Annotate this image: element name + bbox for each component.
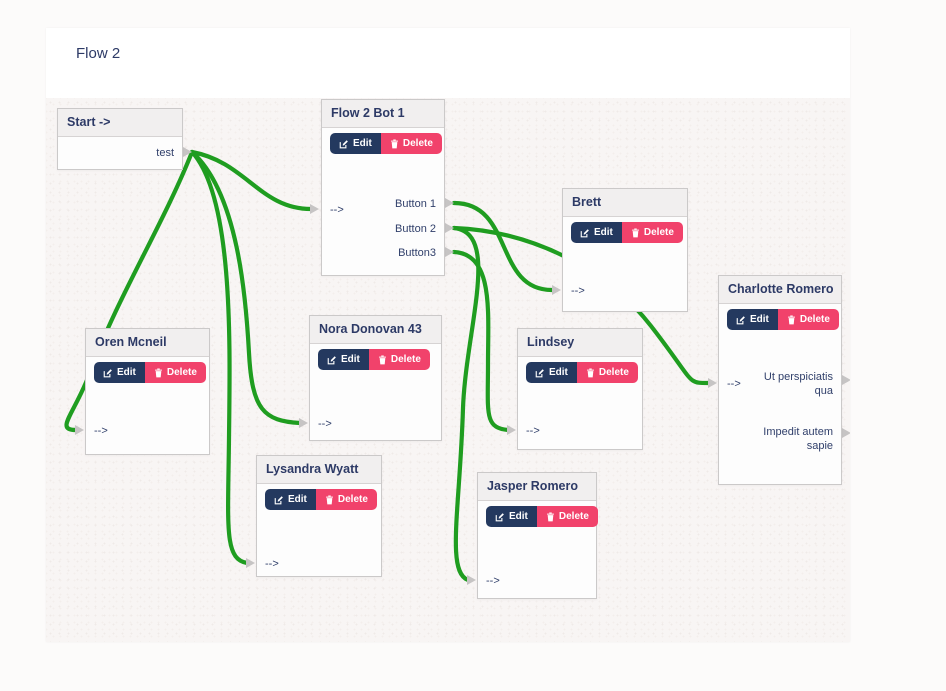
edit-button[interactable]: Edit	[265, 489, 316, 510]
trash-icon	[378, 355, 386, 364]
link-button1-to-brett[interactable]	[451, 200, 555, 293]
flow-board: Flow 2	[46, 28, 850, 642]
trash-icon	[325, 495, 333, 504]
pencil-icon	[495, 512, 504, 521]
delete-button-label: Delete	[558, 511, 589, 522]
flow-node-lysandra[interactable]: Lysandra Wyatt Edit Delete -->	[256, 455, 382, 577]
delete-button[interactable]: Delete	[315, 489, 377, 510]
node-title: Flow 2 Bot 1	[322, 100, 444, 128]
input-port[interactable]: -->	[486, 575, 500, 587]
input-port[interactable]: -->	[727, 378, 741, 390]
output-port-button1[interactable]: Button 1	[395, 198, 436, 210]
delete-button[interactable]: Delete	[144, 362, 206, 383]
link-test-to-flow2bot1[interactable]	[189, 149, 314, 212]
output-port-button2[interactable]: Button 2	[395, 223, 436, 235]
delete-button-label: Delete	[643, 227, 674, 238]
link-button3-to-lindsey[interactable]	[451, 249, 511, 433]
port-arrow-icon	[842, 375, 850, 385]
input-port[interactable]: -->	[330, 204, 344, 216]
output-port-test[interactable]: test	[156, 147, 174, 159]
edit-button[interactable]: Edit	[571, 222, 622, 243]
output-port-ut-perspiciatis[interactable]: Ut perspiciatis qua	[763, 371, 833, 397]
delete-button[interactable]: Delete	[380, 133, 442, 154]
trash-icon	[586, 368, 594, 377]
flow-node-brett[interactable]: Brett Edit Delete -->	[562, 188, 688, 312]
node-title: Brett	[563, 189, 687, 217]
page-title: Flow 2	[76, 45, 121, 62]
trash-icon	[390, 139, 398, 148]
link-button2-to-jasper[interactable]	[451, 225, 481, 583]
delete-button[interactable]: Delete	[576, 362, 638, 383]
node-title: Nora Donovan 43	[310, 316, 441, 344]
flow-node-start[interactable]: Start -> test	[57, 108, 183, 170]
input-port[interactable]: -->	[571, 285, 585, 297]
flow-node-flow2bot1[interactable]: Flow 2 Bot 1 Edit Delete --> Button 1 Bu…	[321, 99, 445, 276]
flow-node-lindsey[interactable]: Lindsey Edit Delete -->	[517, 328, 643, 450]
node-title: Start ->	[58, 109, 182, 137]
edit-button-label: Edit	[509, 511, 528, 522]
input-port[interactable]: -->	[265, 558, 279, 570]
pencil-icon	[339, 139, 348, 148]
node-title: Jasper Romero	[478, 473, 596, 501]
delete-button-label: Delete	[337, 494, 368, 505]
edit-button-label: Edit	[353, 138, 372, 149]
pencil-icon	[535, 368, 544, 377]
input-port[interactable]: -->	[94, 425, 108, 437]
edit-button[interactable]: Edit	[526, 362, 577, 383]
delete-button[interactable]: Delete	[621, 222, 683, 243]
edit-button-label: Edit	[750, 314, 769, 325]
trash-icon	[631, 228, 639, 237]
node-title: Oren Mcneil	[86, 329, 209, 357]
edit-button-label: Edit	[549, 367, 568, 378]
flow-canvas[interactable]: Start -> test Flow 2 Bot 1 Edit Delete -…	[46, 98, 850, 642]
pencil-icon	[580, 228, 589, 237]
edit-button-label: Edit	[288, 494, 307, 505]
trash-icon	[154, 368, 162, 377]
edit-button[interactable]: Edit	[727, 309, 778, 330]
pencil-icon	[327, 355, 336, 364]
input-port[interactable]: -->	[526, 425, 540, 437]
delete-button[interactable]: Delete	[536, 506, 598, 527]
edit-button-label: Edit	[594, 227, 613, 238]
delete-button-label: Delete	[799, 314, 830, 325]
input-port[interactable]: -->	[318, 418, 332, 430]
delete-button-label: Delete	[402, 138, 433, 149]
flow-node-nora[interactable]: Nora Donovan 43 Edit Delete -->	[309, 315, 442, 441]
pencil-icon	[736, 315, 745, 324]
edit-button[interactable]: Edit	[94, 362, 145, 383]
delete-button-label: Delete	[598, 367, 629, 378]
delete-button-label: Delete	[166, 367, 197, 378]
link-test-to-nora[interactable]	[189, 149, 303, 426]
output-port-button3[interactable]: Button3	[398, 247, 436, 259]
delete-button-label: Delete	[390, 354, 421, 365]
flow-node-jasper[interactable]: Jasper Romero Edit Delete -->	[477, 472, 598, 599]
trash-icon	[787, 315, 795, 324]
node-title: Lindsey	[518, 329, 642, 357]
board-header: Flow 2	[46, 28, 850, 98]
edit-button[interactable]: Edit	[330, 133, 381, 154]
edit-button-label: Edit	[117, 367, 136, 378]
node-title: Lysandra Wyatt	[257, 456, 381, 484]
flow-node-oren[interactable]: Oren Mcneil Edit Delete -->	[85, 328, 210, 455]
flow-node-charlotte[interactable]: Charlotte Romero Edit Delete --> Ut pers…	[718, 275, 842, 485]
pencil-icon	[103, 368, 112, 377]
delete-button[interactable]: Delete	[777, 309, 839, 330]
port-arrow-icon	[842, 428, 850, 438]
node-title: Charlotte Romero	[719, 276, 841, 304]
pencil-icon	[274, 495, 283, 504]
delete-button[interactable]: Delete	[368, 349, 430, 370]
link-test-to-lysandra[interactable]	[189, 149, 250, 566]
output-port-impedit-autem[interactable]: Impedit autem sapie	[763, 426, 833, 452]
edit-button[interactable]: Edit	[486, 506, 537, 527]
edit-button-label: Edit	[341, 354, 360, 365]
trash-icon	[546, 512, 554, 521]
edit-button[interactable]: Edit	[318, 349, 369, 370]
